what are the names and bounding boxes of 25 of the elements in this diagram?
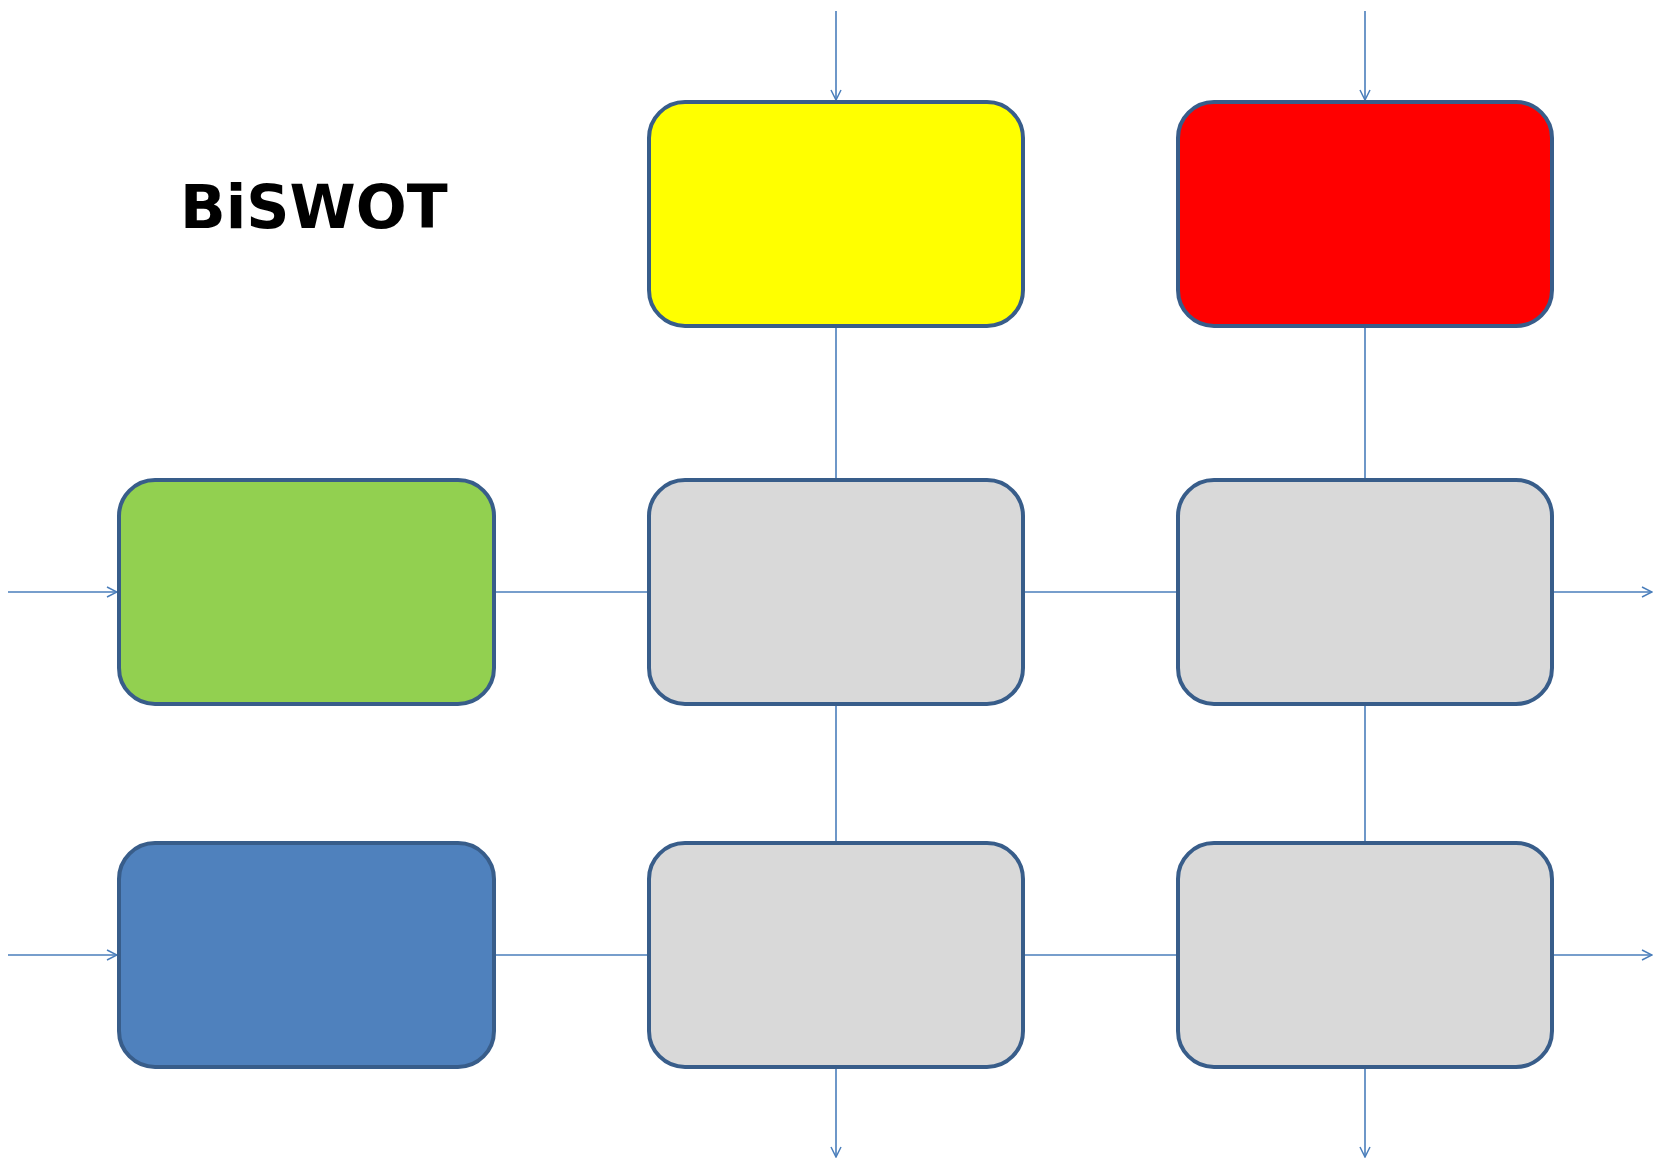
connector-arrow <box>830 1068 842 1158</box>
connector-arrow <box>1553 949 1653 961</box>
connector-arrow <box>1359 10 1371 101</box>
rounded-box <box>647 841 1025 1069</box>
rounded-box <box>1176 100 1554 328</box>
rounded-box <box>647 478 1025 706</box>
diagram-title: BiSWOT <box>180 172 448 242</box>
rounded-box <box>1176 478 1554 706</box>
connector-line <box>495 591 648 593</box>
connector-arrow <box>7 949 118 961</box>
connector-line <box>495 954 648 956</box>
connector-line <box>1024 591 1177 593</box>
rounded-box <box>117 841 496 1069</box>
connector-arrow <box>1359 1068 1371 1158</box>
connector-line <box>835 327 837 479</box>
rounded-box <box>1176 841 1554 1069</box>
connector-arrow <box>7 586 118 598</box>
connector-arrow <box>1553 586 1653 598</box>
connector-line <box>1364 327 1366 479</box>
connector-arrow <box>830 10 842 101</box>
connector-line <box>1024 954 1177 956</box>
connector-line <box>835 705 837 842</box>
connector-line <box>1364 705 1366 842</box>
rounded-box <box>117 478 496 706</box>
rounded-box <box>647 100 1025 328</box>
